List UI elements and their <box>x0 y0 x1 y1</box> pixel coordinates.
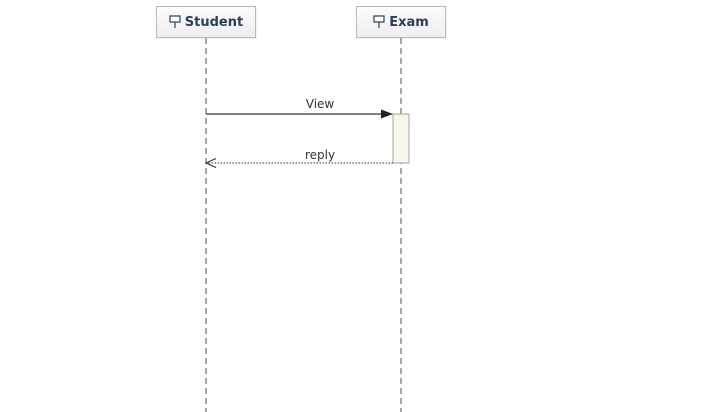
lifeline-head-student[interactable]: Student <box>156 6 256 38</box>
activation-bar-exam[interactable] <box>392 113 410 164</box>
lifeline-head-exam[interactable]: Exam <box>356 6 446 38</box>
message-arrowhead-reply <box>204 158 217 168</box>
lifeline-label-exam: Exam <box>389 14 429 30</box>
lifeline-label-student: Student <box>184 14 244 30</box>
message-label-view: View <box>305 97 335 111</box>
message-arrowhead-view <box>381 109 393 119</box>
message-label-reply: reply <box>304 148 336 162</box>
lifeline-icon <box>169 15 181 29</box>
lifeline-icon <box>373 15 385 29</box>
